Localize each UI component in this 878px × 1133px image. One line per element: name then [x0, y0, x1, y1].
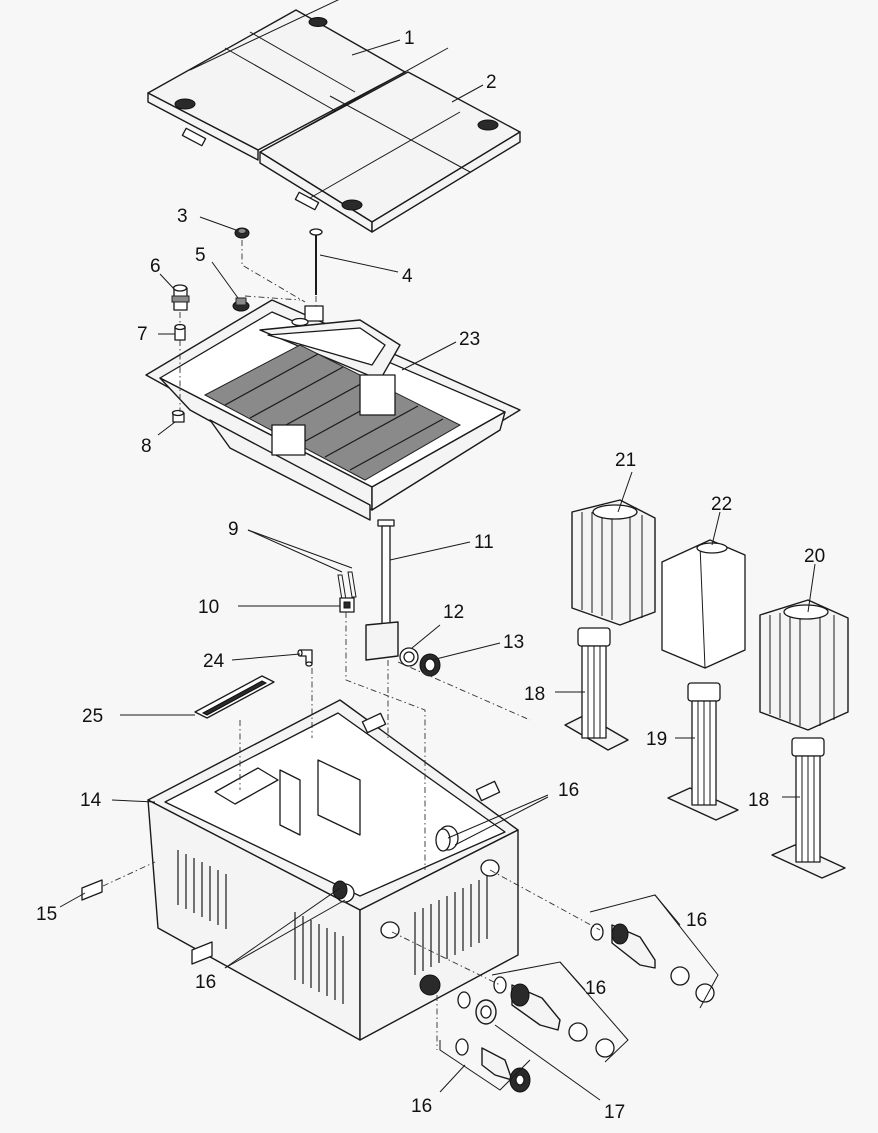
- callout-19: 19: [646, 729, 667, 750]
- seal-ring-3: [234, 227, 250, 239]
- callout-16-middle-set: 16: [585, 978, 606, 999]
- callout-22: 22: [711, 494, 732, 515]
- connector-6: [171, 284, 190, 311]
- housing-14: [147, 699, 519, 1041]
- callout-9: 9: [228, 519, 239, 540]
- sponge-holder-18-right: [771, 737, 846, 879]
- callout-5: 5: [195, 245, 206, 266]
- holder-10: [339, 597, 355, 613]
- sponge-holder-18-left: [564, 627, 629, 751]
- callout-24: 24: [203, 651, 225, 672]
- callout-2: 2: [486, 72, 497, 93]
- callout-16-housing-right: 16: [558, 780, 579, 801]
- filter-sponge-20: [759, 599, 849, 731]
- union-nut-17: [457, 991, 497, 1025]
- hose-tail-set-16-middle: [493, 976, 615, 1058]
- housing-left-slots: [177, 850, 344, 1004]
- ring-12: [399, 647, 419, 667]
- callout-labels: 1 2 3 4 5 6 7 8 9 10 11 12 13 14 15 16 1…: [36, 28, 825, 1123]
- cap-5: [232, 297, 250, 312]
- callout-4: 4: [402, 266, 413, 287]
- callout-16-housing-left: 16: [195, 972, 216, 993]
- hose-tail-set-16-lower: [455, 1038, 531, 1093]
- callout-8: 8: [141, 436, 152, 457]
- lid-panel-1: [147, 0, 406, 161]
- clip-top-a: [361, 712, 387, 734]
- clip-15b: [191, 941, 213, 965]
- pump-holder-11: [365, 519, 399, 661]
- callout-10: 10: [198, 597, 219, 618]
- callout-3: 3: [177, 206, 188, 227]
- leader-lines: [59, 39, 816, 1101]
- callout-21: 21: [615, 450, 636, 471]
- housing-right-slots: [414, 876, 488, 975]
- housing-port-fittings-16: [332, 828, 451, 900]
- callout-25: 25: [82, 706, 103, 727]
- assembly-axes: [102, 240, 601, 1050]
- callout-15: 15: [36, 904, 57, 925]
- hose-tail-set-16-upper: [590, 923, 715, 1003]
- callout-18-left: 18: [524, 684, 545, 705]
- sleeve-7: [174, 323, 186, 341]
- callout-11: 11: [474, 532, 494, 553]
- callout-6: 6: [150, 256, 161, 277]
- filter-tray-23: [145, 299, 521, 521]
- rod-4: [309, 228, 323, 295]
- sponge-21-ribs: [581, 512, 643, 622]
- callout-1: 1: [404, 28, 415, 49]
- angle-fitting-24: [297, 649, 313, 667]
- gasket-frame-25: [194, 675, 275, 719]
- callout-16-upper-set: 16: [686, 910, 707, 931]
- callout-14: 14: [80, 790, 102, 811]
- sponge-holder-19: [667, 682, 739, 821]
- plug-8: [171, 409, 185, 423]
- filter-sponge-22: [661, 539, 746, 669]
- sponge-20-ribs: [769, 609, 835, 726]
- callout-20: 20: [804, 546, 825, 567]
- callout-18-right: 18: [748, 790, 769, 811]
- filter-sponge-21: [571, 499, 656, 626]
- lid-panel-2: [259, 47, 521, 233]
- callout-16-lower-set: 16: [411, 1096, 432, 1117]
- callout-12: 12: [443, 602, 464, 623]
- callout-7: 7: [137, 324, 148, 345]
- clip-15a: [81, 879, 103, 901]
- callout-17: 17: [604, 1102, 625, 1123]
- clip-top-b: [475, 780, 501, 802]
- tray-grid: [203, 344, 462, 481]
- callout-13: 13: [503, 632, 524, 653]
- clip-9: [337, 571, 357, 601]
- callout-23: 23: [459, 329, 480, 350]
